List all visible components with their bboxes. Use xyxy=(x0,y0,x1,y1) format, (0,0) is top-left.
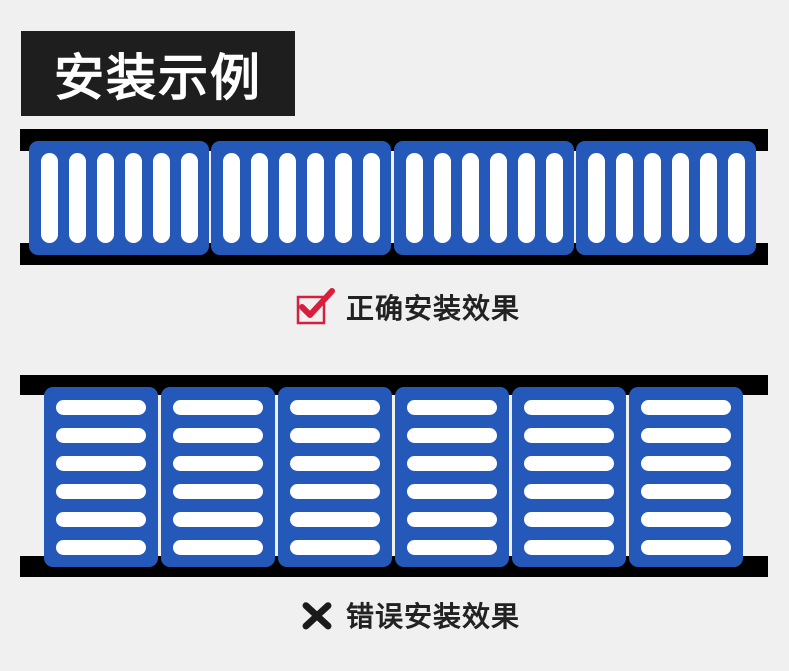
slot xyxy=(153,153,170,243)
wrong-label: 错误安装效果 xyxy=(346,600,521,633)
slot xyxy=(223,153,240,243)
slot xyxy=(173,428,263,443)
cross-icon xyxy=(302,602,332,630)
slot xyxy=(56,512,146,527)
slot xyxy=(56,540,146,555)
slot xyxy=(407,400,497,415)
slot xyxy=(56,400,146,415)
slot xyxy=(407,540,497,555)
slot xyxy=(434,153,451,243)
slot xyxy=(524,456,614,471)
slot xyxy=(56,484,146,499)
grate-panel xyxy=(394,141,574,255)
slot xyxy=(251,153,268,243)
slot xyxy=(641,484,731,499)
slot xyxy=(700,153,717,243)
slot xyxy=(641,428,731,443)
slot xyxy=(490,153,507,243)
slot xyxy=(290,512,380,527)
grate-panel xyxy=(278,387,392,567)
grate-panel xyxy=(211,141,391,255)
slot xyxy=(407,428,497,443)
slot xyxy=(407,512,497,527)
slot xyxy=(41,153,58,243)
slot xyxy=(290,428,380,443)
slot xyxy=(407,456,497,471)
slot xyxy=(279,153,296,243)
slot xyxy=(524,428,614,443)
slot xyxy=(69,153,86,243)
slot xyxy=(56,456,146,471)
slot xyxy=(728,153,745,243)
slot xyxy=(290,484,380,499)
slot xyxy=(307,153,324,243)
slot xyxy=(588,153,605,243)
page-title: 安装示例 xyxy=(21,31,295,116)
slot xyxy=(524,484,614,499)
grate-panel xyxy=(576,141,756,255)
slot xyxy=(173,400,263,415)
slot xyxy=(641,512,731,527)
correct-caption: 正确安装效果 xyxy=(296,287,520,327)
slot xyxy=(173,484,263,499)
slot xyxy=(290,400,380,415)
slot xyxy=(524,400,614,415)
slot xyxy=(125,153,142,243)
slot xyxy=(524,540,614,555)
slot xyxy=(406,153,423,243)
slot xyxy=(524,512,614,527)
grate-panel xyxy=(395,387,509,567)
slot xyxy=(335,153,352,243)
slot xyxy=(363,153,380,243)
slot xyxy=(173,456,263,471)
slot xyxy=(644,153,661,243)
slot xyxy=(173,540,263,555)
grate-panel xyxy=(29,141,209,255)
slot xyxy=(56,428,146,443)
slot xyxy=(181,153,198,243)
slot xyxy=(173,512,263,527)
correct-label: 正确安装效果 xyxy=(346,292,521,325)
slot xyxy=(290,540,380,555)
checkbox-check-icon xyxy=(296,288,335,325)
slot xyxy=(641,456,731,471)
grate-panel xyxy=(512,387,626,567)
wrong-caption: 错误安装效果 xyxy=(300,595,520,635)
slot xyxy=(290,456,380,471)
slot xyxy=(407,484,497,499)
slot xyxy=(616,153,633,243)
grate-panel xyxy=(44,387,158,567)
slot xyxy=(641,540,731,555)
grate-panel xyxy=(629,387,743,567)
slot xyxy=(97,153,114,243)
slot xyxy=(462,153,479,243)
slot xyxy=(672,153,689,243)
slot xyxy=(641,400,731,415)
slot xyxy=(518,153,535,243)
slot xyxy=(546,153,563,243)
grate-panel xyxy=(161,387,275,567)
